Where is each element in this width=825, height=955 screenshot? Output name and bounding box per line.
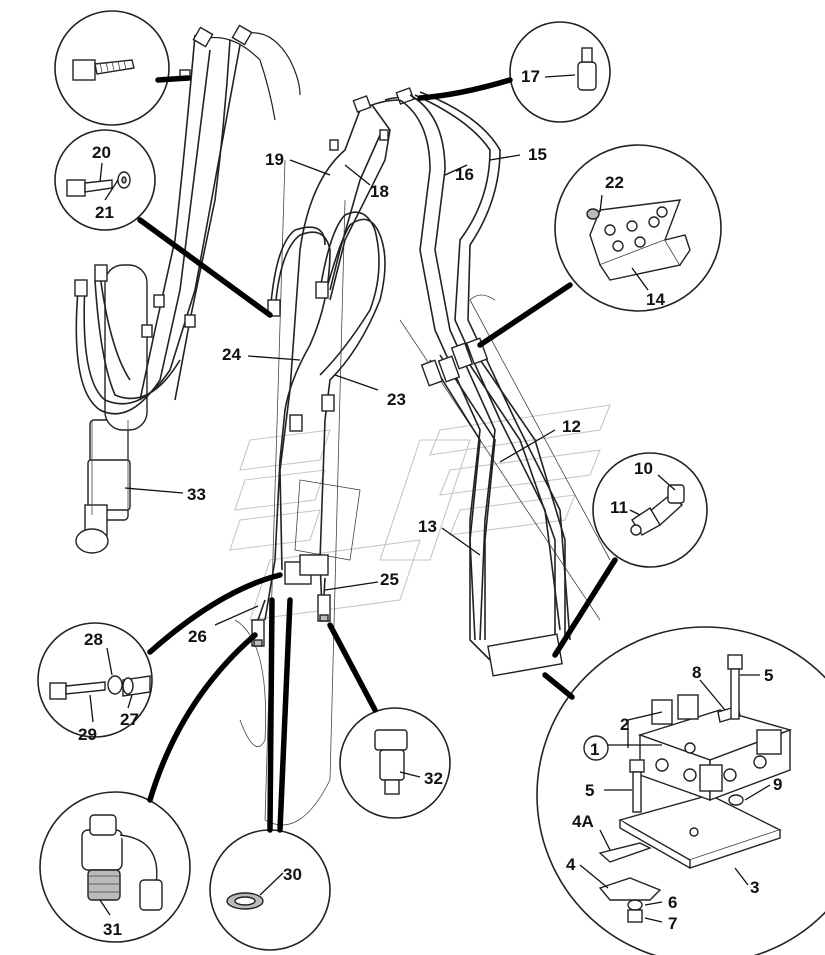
label-27: 27 (120, 710, 139, 729)
label-1: 1 (590, 740, 599, 759)
label-4: 4 (566, 855, 576, 874)
leader-seal-washer-a (267, 597, 275, 833)
leader-fitting-32 (327, 622, 378, 713)
callout-circle-1 (583, 735, 609, 761)
leader-bolt-top (155, 75, 191, 83)
leader-clamp-plate (477, 282, 573, 348)
detail-bolt-washer (54, 129, 156, 231)
detail-elbow-fitting (592, 452, 708, 568)
label-25: 25 (380, 570, 399, 589)
label-29: 29 (78, 725, 97, 744)
label-2: 2 (620, 715, 629, 734)
leader-quick-coupler (147, 632, 258, 803)
detail-manifold-block (536, 626, 825, 955)
label-4a: 4A (572, 812, 594, 831)
leader-bolt-washer (137, 217, 273, 318)
label-7: 7 (668, 914, 677, 933)
watermark-logo (229, 404, 611, 621)
detail-fitting-17 (509, 21, 611, 123)
label-20: 20 (92, 143, 111, 162)
label-21: 21 (95, 203, 114, 222)
detail-bolt-top (54, 10, 170, 126)
label-32: 32 (424, 769, 443, 788)
label-24: 24 (222, 345, 241, 364)
leader-seal-washer-b (277, 597, 293, 833)
label-16: 16 (455, 165, 474, 184)
label-22: 22 (605, 173, 624, 192)
label-26: 26 (188, 627, 207, 646)
central-hose-bundle (264, 87, 421, 621)
label-8: 8 (692, 663, 701, 682)
label-3: 3 (750, 878, 759, 897)
label-14: 14 (646, 290, 665, 309)
label-11: 11 (610, 498, 628, 517)
label-33: 33 (187, 485, 206, 504)
leader-elbow-fitting (552, 557, 618, 658)
label-17: 17 (521, 67, 540, 86)
label-19: 19 (265, 150, 284, 169)
detail-quick-coupler (39, 791, 191, 943)
coupler-fittings (251, 577, 331, 647)
label-13: 13 (418, 517, 437, 536)
label-10: 10 (634, 459, 653, 478)
label-30: 30 (283, 865, 302, 884)
leader-fitting-17 (417, 77, 513, 101)
right-hose-bundle (399, 91, 571, 677)
detail-clamp-plate (554, 144, 722, 312)
detail-bolt-spacer (37, 622, 153, 738)
label-leaders (89, 74, 771, 923)
label-12: 12 (562, 417, 581, 436)
label-9: 9 (773, 775, 782, 794)
label-31: 31 (103, 920, 122, 939)
leader-bolt-spacer (147, 572, 283, 655)
label-18: 18 (370, 182, 389, 201)
leader-manifold-block (542, 672, 575, 700)
detail-fitting-32 (339, 707, 451, 819)
label-5-top: 5 (764, 666, 773, 685)
label-6: 6 (668, 893, 677, 912)
label-23: 23 (387, 390, 406, 409)
detail-seal-washer (209, 829, 331, 951)
left-hose-bundle (74, 24, 301, 415)
label-28: 28 (84, 630, 103, 649)
label-5-left: 5 (585, 781, 594, 800)
hydraulic-cylinder (75, 264, 148, 554)
part-labels: 1 2 3 4 4A 5 5 6 7 8 9 10 11 12 13 14 15… (78, 67, 782, 939)
label-15: 15 (528, 145, 547, 164)
